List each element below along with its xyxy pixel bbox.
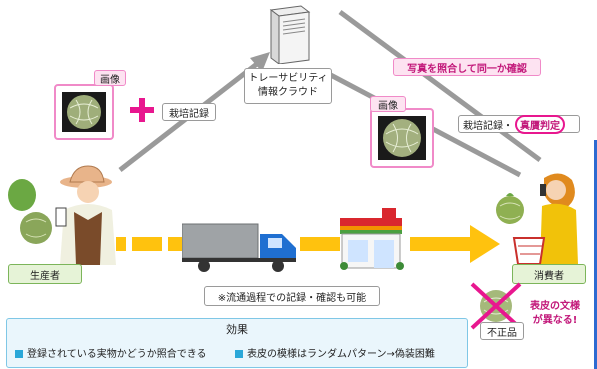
melon-icon [20, 212, 52, 244]
melon-photo-icon-right [383, 119, 421, 157]
producer-to-cloud-arrowhead [250, 52, 270, 72]
plus-icon [130, 98, 154, 122]
effects-item1: 登録されている実物かどうか照合できる [15, 345, 207, 360]
fake-melon-icon [470, 282, 522, 330]
fake-label: 不正品 [480, 322, 524, 340]
fake-note: 表皮の文様 が異なる! [530, 300, 580, 328]
bullet-icon [15, 350, 23, 358]
leaf-icon [8, 179, 36, 211]
cloud-label-line2: 情報クラウド [258, 87, 318, 98]
effects-item2: 表皮の模様はランダムパターン→偽装困難 [235, 345, 435, 360]
effects-title: 効果 [226, 323, 248, 336]
store-icon [340, 208, 404, 270]
right-record-box: 栽培記録・ 真贋判定 [458, 114, 580, 134]
cloud-label-line1: トレーサビリティ [248, 73, 328, 84]
consumer-figure [496, 173, 578, 265]
consumer-label: 消費者 [512, 264, 586, 284]
melon-photo-icon [67, 95, 101, 129]
check-label: 写真を照合して同一か確認 [393, 58, 541, 76]
cloud-to-consumer-line-upper [338, 9, 542, 163]
edge-accent [594, 140, 597, 369]
right-record-label: 栽培記録・ [463, 120, 513, 132]
fake-note-line2: が異なる! [532, 315, 578, 326]
producer-label: 生産者 [8, 264, 82, 284]
bullet-icon [235, 350, 243, 358]
distribution-note: ※流通過程での記録・確認も可能 [204, 286, 380, 306]
server-icon [269, 5, 311, 64]
flow-arrow [100, 225, 500, 263]
left-record-label: 栽培記録 [162, 103, 216, 121]
left-image-box [54, 84, 114, 140]
judge-label: 真贋判定 [515, 114, 565, 134]
producer-figure [8, 165, 116, 265]
truck-icon [182, 223, 296, 272]
right-image-label: 画像 [370, 96, 406, 112]
right-image-box [370, 108, 434, 168]
cloud-label-box: トレーサビリティ 情報クラウド [244, 68, 332, 104]
melon-icon-consumer [496, 196, 524, 224]
left-image-label: 画像 [94, 70, 126, 86]
fake-note-line1: 表皮の文様 [530, 301, 580, 312]
effects-box: 効果 登録されている実物かどうか照合できる 表皮の模様はランダムパターン→偽装困… [6, 318, 468, 368]
